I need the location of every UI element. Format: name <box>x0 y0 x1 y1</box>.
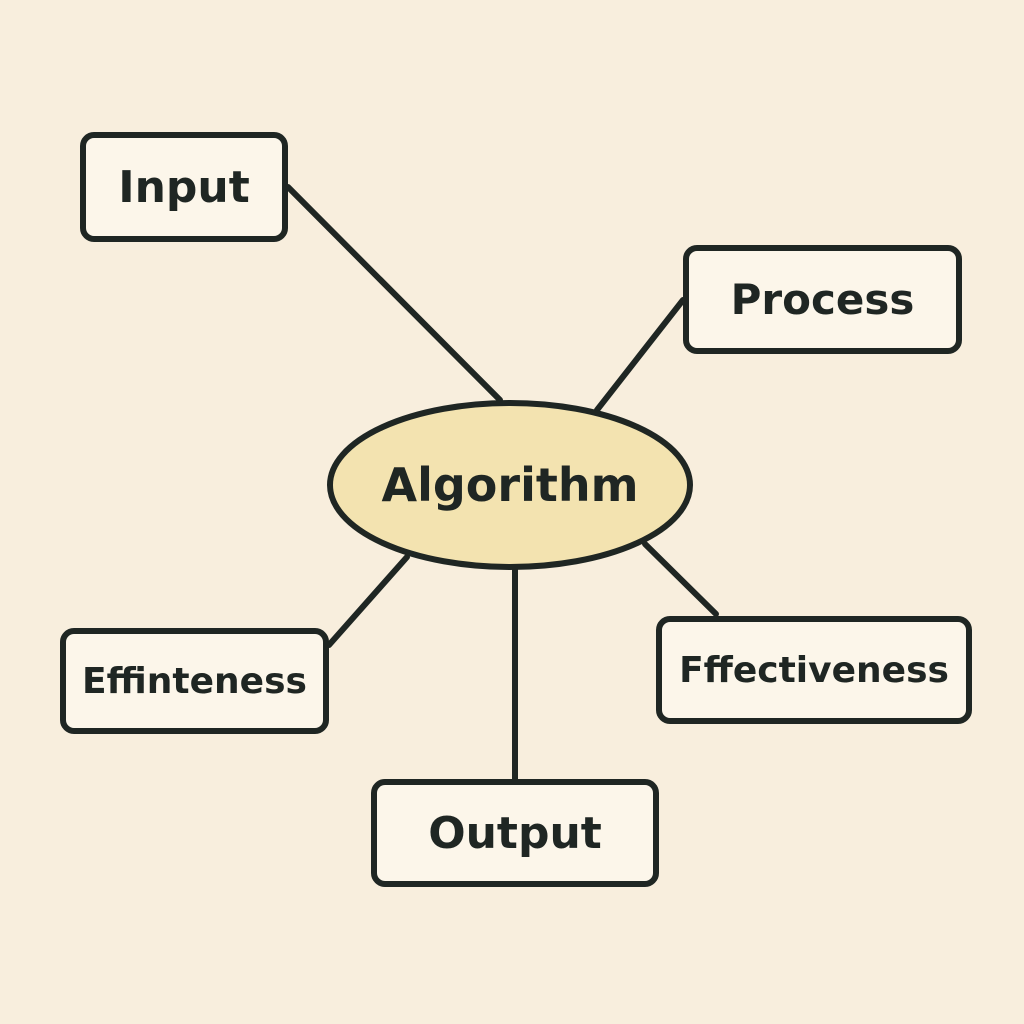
node-input-label: Input <box>118 161 250 213</box>
node-effectiveness[interactable]: Fffectiveness <box>656 616 972 724</box>
connector-effectiveness <box>642 541 719 617</box>
node-efficiency-label: Effinteness <box>82 660 307 702</box>
connector-process <box>594 297 686 413</box>
node-output[interactable]: Output <box>371 779 659 887</box>
connector-input <box>285 184 503 403</box>
node-output-label: Output <box>428 807 602 859</box>
connector-efficiency <box>326 554 410 648</box>
node-process-label: Process <box>730 275 915 324</box>
node-efficiency[interactable]: Effinteness <box>60 628 329 734</box>
center-node[interactable] <box>327 400 693 570</box>
node-effectiveness-label: Fffectiveness <box>679 649 949 691</box>
node-input[interactable]: Input <box>80 132 288 242</box>
center-node-label: Algorithm <box>381 458 638 512</box>
node-process[interactable]: Process <box>683 245 962 354</box>
